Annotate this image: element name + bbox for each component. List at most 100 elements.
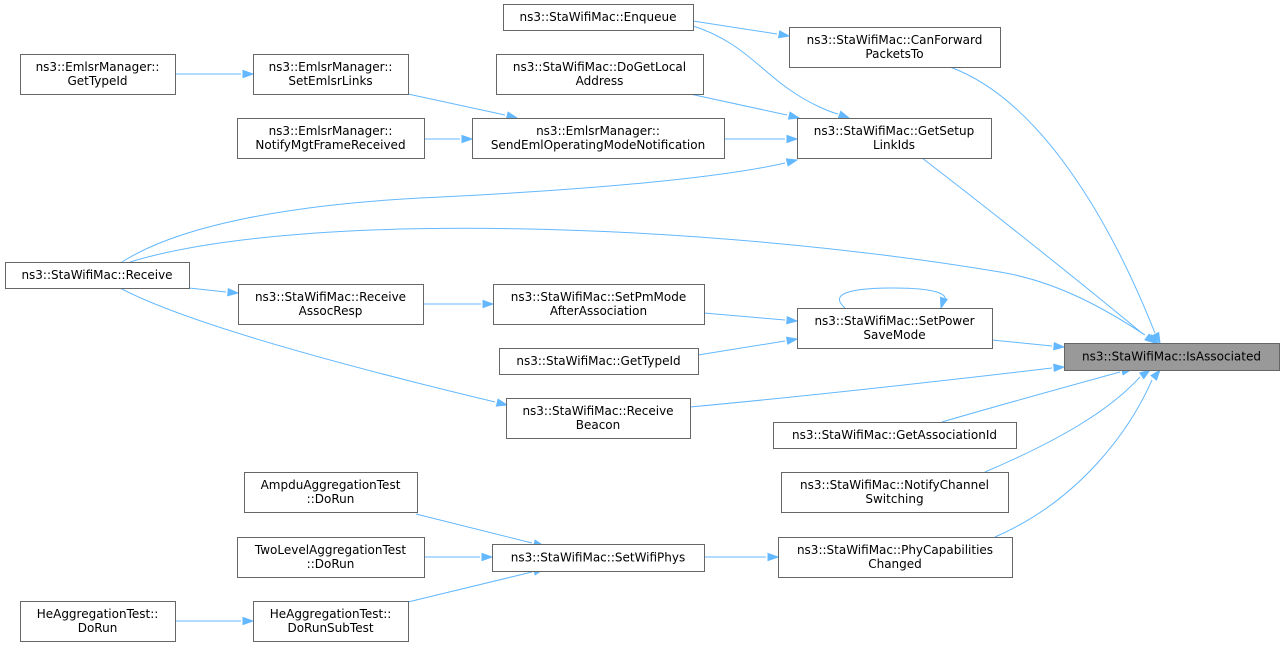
node-enqueue[interactable]: ns3::StaWifiMac::Enqueue — [503, 4, 694, 31]
edge-receive-to-receivebeacon — [119, 287, 509, 407]
edge-ampdu-dorun-to-setwifiphys — [415, 513, 546, 548]
edge-line — [129, 227, 1146, 336]
node-label: ns3::StaWifiMac::CanForward — [807, 33, 983, 47]
edge-arrowhead — [242, 616, 255, 626]
edge-line — [119, 287, 496, 403]
edge-arrowhead — [1138, 369, 1152, 380]
edge-sendemloperatingmode-to-getsetuplinkids — [724, 134, 799, 144]
node-label: ns3::StaWifiMac::Receive — [21, 268, 172, 282]
edge-receiveassocresp-to-setpmmode — [423, 299, 495, 309]
edge-arrowhead — [786, 315, 799, 325]
edge-line — [697, 340, 786, 356]
node-label: Beacon — [576, 418, 621, 432]
node-notifymgtframereceived[interactable]: ns3::EmlsrManager::NotifyMgtFrameReceive… — [237, 118, 425, 159]
node-box — [1064, 343, 1280, 371]
edge-receive-to-getsetuplinkids — [121, 158, 799, 263]
node-getassociationid[interactable]: ns3::StaWifiMac::GetAssociationId — [773, 422, 1017, 449]
edge-arrowhead — [1053, 363, 1066, 373]
node-label: SetEmlsrLinks — [288, 74, 372, 88]
node-twolevel-dorun[interactable]: TwoLevelAggregationTest::DoRun — [237, 537, 425, 578]
edge-canforward-to-isassociated — [949, 66, 1161, 345]
node-setemlsrlinks[interactable]: ns3::EmlsrManager::SetEmlsrLinks — [253, 54, 409, 95]
edge-line — [984, 376, 1141, 473]
edge-line — [689, 24, 839, 115]
edge-setpmmode-to-setpowersavemode — [703, 312, 799, 325]
node-label: TwoLevelAggregationTest — [254, 543, 407, 557]
node-box — [492, 544, 705, 572]
edge-arrowhead — [481, 552, 494, 562]
edge-he-dorunsubtest-to-setwifiphys — [407, 567, 546, 603]
node-box — [237, 118, 425, 159]
edge-line — [407, 571, 533, 603]
edge-line — [839, 287, 946, 309]
node-label: ns3::StaWifiMac::Receive — [522, 404, 673, 418]
node-box — [5, 262, 190, 289]
edge-arrowhead — [482, 299, 495, 309]
node-label: ns3::StaWifiMac::DoGetLocal — [513, 60, 686, 74]
node-label: ns3::StaWifiMac::NotifyChannel — [800, 478, 989, 492]
node-label: ::DoRun — [307, 557, 355, 571]
node-box — [496, 54, 704, 95]
edge-enqueue-to-canforward — [692, 20, 791, 39]
node-label: ns3::EmlsrManager:: — [269, 60, 393, 74]
node-receive[interactable]: ns3::StaWifiMac::Receive — [5, 262, 190, 289]
node-label: GetTypeId — [67, 74, 127, 88]
node-box — [773, 422, 1017, 449]
edge-arrowhead — [1146, 333, 1160, 344]
edge-line — [407, 93, 506, 116]
node-box — [797, 308, 993, 349]
nodes-layer: ns3::StaWifiMac::IsAssociatedns3::StaWif… — [5, 4, 1280, 642]
node-label: Switching — [865, 492, 923, 506]
edge-line — [415, 513, 533, 544]
node-emlsr-gettypeid[interactable]: ns3::EmlsrManager::GetTypeId — [20, 54, 176, 95]
edge-notifymgtframereceived-to-sendemloperatingmode — [424, 134, 474, 144]
node-stawifimac-gettypeid[interactable]: ns3::StaWifiMac::GetTypeId — [499, 348, 699, 375]
node-label: ns3::StaWifiMac::SetPmMode — [511, 290, 686, 304]
node-setpmmode[interactable]: ns3::StaWifiMac::SetPmModeAfterAssociati… — [493, 284, 705, 325]
edge-line — [994, 379, 1153, 538]
node-label: LinkIds — [873, 138, 915, 152]
node-label: PacketsTo — [865, 47, 923, 61]
node-he-dorunsubtest[interactable]: HeAggregationTest::DoRunSubTest — [253, 601, 409, 642]
edge-setpowersavemode-to-isassociated — [991, 339, 1066, 351]
node-box — [472, 118, 725, 159]
edge-arrowhead — [767, 552, 780, 562]
node-box — [789, 27, 1001, 68]
edge-getassociationid-to-isassociated — [941, 367, 1134, 423]
node-label: ns3::StaWifiMac::GetTypeId — [516, 354, 680, 368]
node-sendemloperatingmode[interactable]: ns3::EmlsrManager::SendEmlOperatingModeN… — [472, 118, 725, 159]
edge-receivebeacon-to-isassociated — [689, 363, 1066, 408]
node-ampdu-dorun[interactable]: AmpduAggregationTest::DoRun — [244, 472, 418, 513]
edge-arrowhead — [1151, 331, 1161, 345]
edge-line — [949, 66, 1156, 334]
node-label: ::DoRun — [307, 492, 355, 506]
node-label: ns3::StaWifiMac::SetWifiPhys — [511, 551, 686, 565]
node-box — [797, 118, 992, 159]
edge-receive-to-isassociated — [129, 227, 1160, 344]
node-box — [506, 398, 691, 439]
node-label: ns3::StaWifiMac::Enqueue — [520, 10, 677, 24]
edge-enqueue-to-getsetuplinkids — [689, 24, 851, 119]
node-box — [493, 284, 705, 325]
node-setwifiphys[interactable]: ns3::StaWifiMac::SetWifiPhys — [492, 544, 705, 572]
edge-arrowhead — [939, 296, 949, 310]
edge-receive-to-receiveassocresp — [188, 287, 240, 297]
edge-arrowhead — [837, 110, 851, 119]
node-box — [244, 472, 418, 513]
edge-line — [121, 162, 786, 263]
node-label: ns3::StaWifiMac::Receive — [255, 290, 406, 304]
node-box — [778, 537, 1013, 578]
node-label: ns3::StaWifiMac::GetAssociationId — [792, 428, 997, 442]
edge-line — [941, 371, 1121, 423]
edge-arrowhead — [461, 134, 474, 144]
node-he-dorun[interactable]: HeAggregationTest::DoRun — [20, 601, 176, 642]
